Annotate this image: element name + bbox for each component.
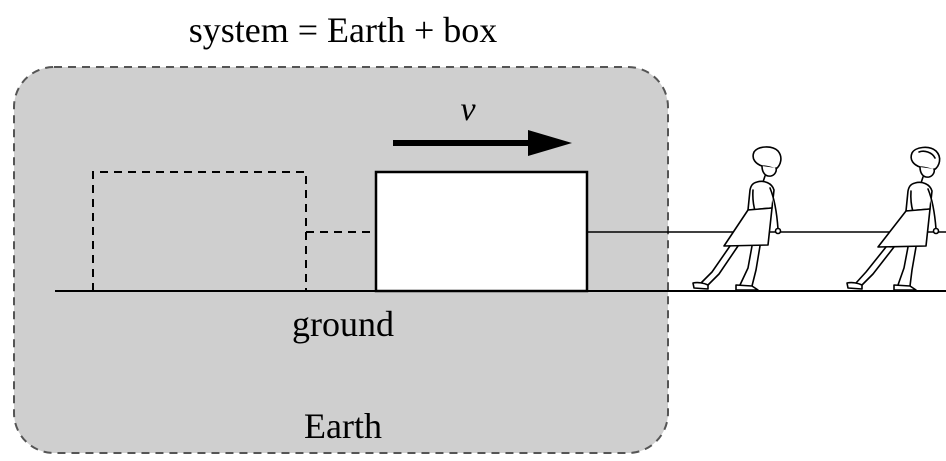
velocity-label: v [460, 91, 476, 128]
person-pulling-2 [846, 146, 941, 291]
person-pulling-1 [692, 146, 782, 291]
initial-box-outline [92, 171, 307, 291]
ground-label: ground [292, 304, 394, 344]
earth-label: Earth [304, 406, 382, 446]
velocity-arrow [393, 130, 572, 156]
diagram-title: system = Earth + box [189, 10, 498, 50]
system-boundary [13, 66, 669, 454]
box [374, 170, 589, 293]
